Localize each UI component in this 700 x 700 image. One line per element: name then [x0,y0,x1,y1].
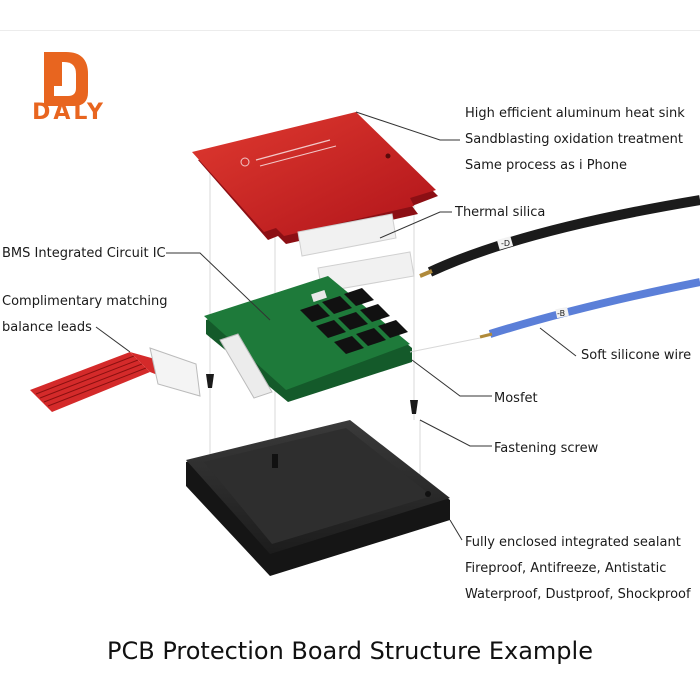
sealant-label-2: Fireproof, Antifreeze, Antistatic [465,561,667,576]
sealant-label-3: Waterproof, Dustproof, Shockproof [465,587,691,602]
fastening-screw-label: Fastening screw [494,441,599,456]
black-wire [419,195,700,278]
bms-ic-label: BMS Integrated Circuit IC [2,246,166,261]
blue-wire [409,278,700,353]
blue-wire-tag: -B [557,309,566,318]
daly-logo-icon [44,52,88,106]
balance-leads [30,347,201,412]
enclosure-case [186,420,450,576]
diagram-caption: PCB Protection Board Structure Example [107,637,593,665]
heat-sink-label-2: Sandblasting oxidation treatment [465,132,683,147]
sealant-label-1: Fully enclosed integrated sealant [465,535,681,550]
heat-sink-label-1: High efficient aluminum heat sink [465,106,685,121]
black-wire-tag: -D [501,239,511,248]
logo-text: DALY [32,100,106,125]
pcb-board [204,276,412,402]
fastening-screws [206,374,418,414]
mosfet-label: Mosfet [494,391,538,406]
silicone-wire-label: Soft silicone wire [581,348,692,363]
balance-leads-label-2: balance leads [2,320,92,335]
heat-sink-plate [192,112,438,244]
heat-sink-label-3: Same process as i Phone [465,158,627,173]
top-divider [0,30,700,31]
leader-lines [95,111,577,541]
thermal-silica-label: Thermal silica [455,205,546,220]
balance-leads-label-1: Complimentary matching [2,294,168,309]
mosfet-array [300,288,408,354]
